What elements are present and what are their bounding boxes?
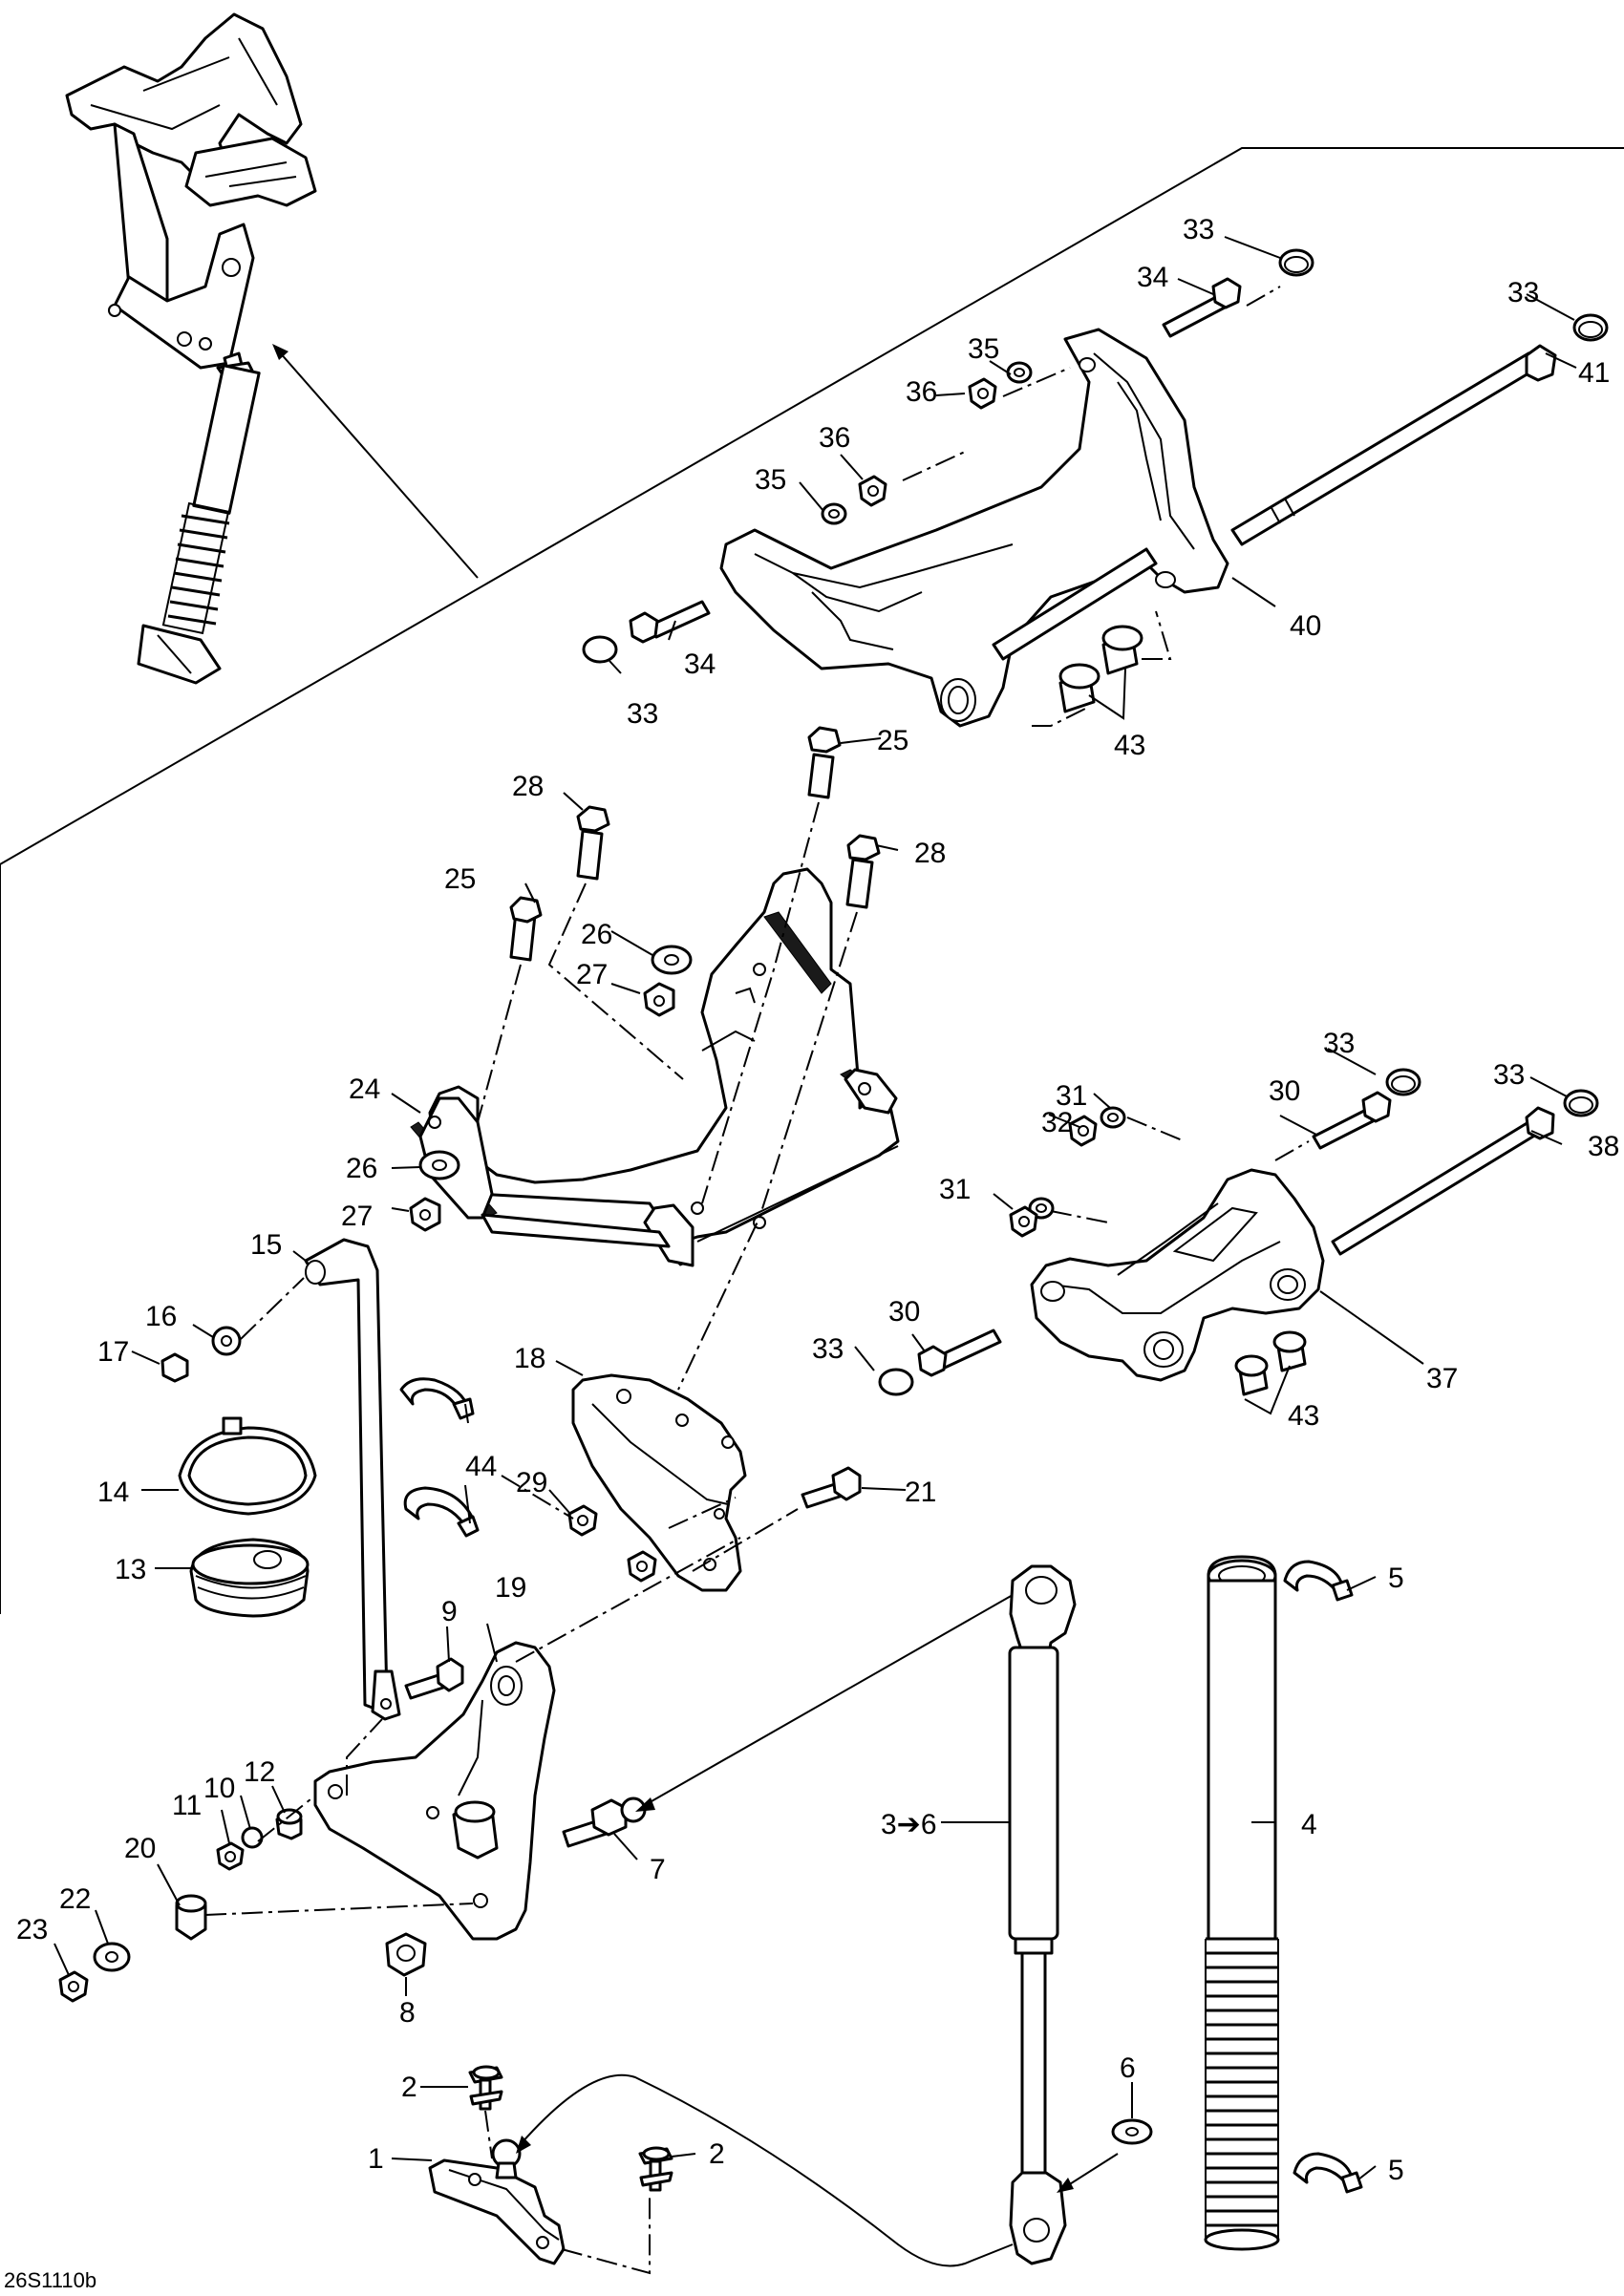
- connection-arrows: [516, 1594, 1119, 2267]
- callout-6: 6: [1120, 2052, 1136, 2084]
- callout-40: 40: [1290, 610, 1321, 642]
- bellows-4: [1111, 1555, 1363, 2251]
- callout-29: 29: [516, 1467, 547, 1499]
- callout-16: 16: [145, 1301, 177, 1332]
- callout-33: 33: [1493, 1059, 1525, 1091]
- link-37: [878, 1068, 1599, 1396]
- left-linkage: [58, 1238, 862, 2003]
- callout-19: 19: [495, 1572, 526, 1604]
- callout-38: 38: [1588, 1131, 1619, 1162]
- mounting-bracket-24: [409, 726, 900, 1391]
- callout-labels: 33 34 35 36 36 35 33 41 34 33 40 43 25 2…: [4, 214, 1619, 2292]
- callout-2: 2: [709, 2138, 725, 2170]
- callout-4: 4: [1301, 1809, 1317, 1840]
- lower-bracket-1: [428, 2065, 673, 2275]
- callout-5: 5: [1388, 1563, 1404, 1594]
- upper-arm-hardware: [582, 248, 1609, 727]
- callout-41: 41: [1578, 357, 1610, 389]
- callout-28: 28: [914, 838, 946, 869]
- callout-34: 34: [1137, 262, 1168, 293]
- callout-1: 1: [368, 2143, 384, 2175]
- callout-20: 20: [124, 1833, 156, 1864]
- callout-43: 43: [1288, 1400, 1319, 1432]
- callout-8: 8: [399, 1997, 416, 2029]
- callout-23: 23: [16, 1914, 48, 1945]
- callout-26: 26: [581, 919, 612, 950]
- callout-27: 27: [341, 1201, 373, 1232]
- callout-12: 12: [244, 1756, 275, 1788]
- callout-11: 11: [172, 1790, 202, 1821]
- callout-7: 7: [650, 1854, 666, 1885]
- callout-15: 15: [250, 1229, 282, 1261]
- callout-43: 43: [1114, 730, 1145, 761]
- callout-30: 30: [888, 1296, 920, 1328]
- callout-30: 30: [1269, 1075, 1300, 1107]
- callout-37: 37: [1426, 1363, 1458, 1394]
- callout-36: 36: [819, 422, 850, 454]
- callout-9: 9: [441, 1596, 458, 1627]
- callout-3-to-6: 3➔6: [881, 1809, 937, 1840]
- callout-28: 28: [512, 771, 544, 802]
- gas-spring-3: [1008, 1564, 1077, 2265]
- callout-35: 35: [968, 333, 999, 365]
- callout-33: 33: [627, 698, 658, 730]
- callout-31: 31: [1056, 1080, 1087, 1112]
- callout-36: 36: [906, 376, 937, 408]
- callout-33: 33: [1183, 214, 1214, 245]
- callout-31: 31: [939, 1174, 971, 1205]
- callout-33: 33: [1507, 277, 1539, 308]
- callout-14: 14: [97, 1477, 129, 1508]
- callout-5: 5: [1388, 2155, 1404, 2186]
- callout-33: 33: [1323, 1028, 1355, 1059]
- callout-17: 17: [97, 1336, 129, 1368]
- callout-33: 33: [812, 1333, 844, 1365]
- callout-26: 26: [346, 1153, 377, 1184]
- callout-24: 24: [349, 1074, 380, 1105]
- callout-21: 21: [905, 1477, 936, 1508]
- callout-2: 2: [401, 2072, 417, 2103]
- callout-10: 10: [203, 1773, 235, 1804]
- callout-22: 22: [59, 1883, 91, 1915]
- upper-pivot-arm-40: [719, 328, 1557, 728]
- callout-13: 13: [115, 1554, 146, 1585]
- callout-35: 35: [755, 464, 786, 496]
- callout-44: 44: [465, 1451, 497, 1482]
- leader-lines: [53, 236, 1577, 2180]
- callout-25: 25: [877, 725, 908, 756]
- inset-frame: [0, 147, 1624, 1614]
- callout-34: 34: [684, 648, 716, 680]
- callout-27: 27: [576, 959, 608, 990]
- callout-18: 18: [514, 1343, 545, 1374]
- callout-25: 25: [444, 863, 476, 895]
- callout-32: 32: [1041, 1107, 1073, 1138]
- inset-overview-assembly: [65, 12, 479, 685]
- figure-code: 26S1110b: [4, 2268, 96, 2292]
